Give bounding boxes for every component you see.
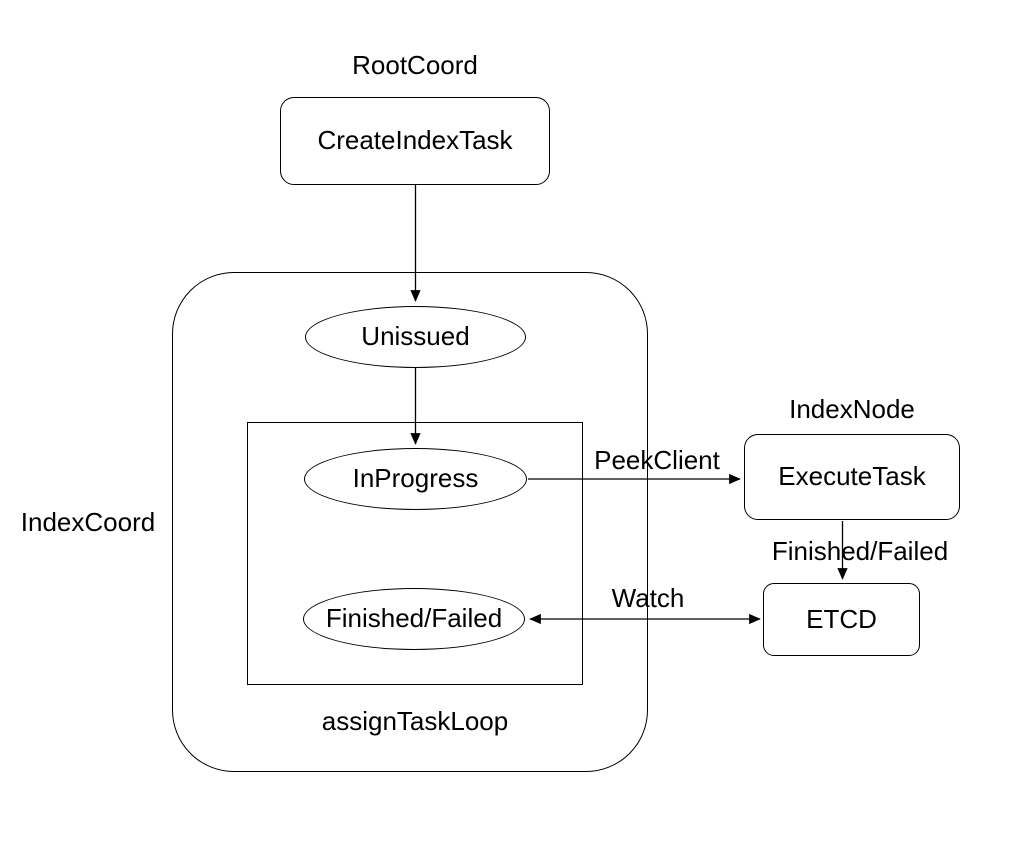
unissued-state-node: Unissued [305, 306, 526, 368]
index-coord-group-label: IndexCoord [20, 507, 156, 537]
in-progress-label: InProgress [352, 463, 479, 494]
finished-failed-edge-label: Finished/Failed [771, 536, 949, 566]
index-coord-container [172, 272, 648, 772]
in-progress-state-node: InProgress [304, 448, 527, 510]
create-index-task-node: CreateIndexTask [280, 97, 550, 185]
etcd-node: ETCD [763, 583, 920, 656]
create-index-task-label: CreateIndexTask [317, 125, 513, 156]
index-node-group-label: IndexNode [789, 394, 915, 424]
execute-task-node: ExecuteTask [744, 434, 960, 520]
unissued-label: Unissued [361, 321, 470, 352]
watch-edge-label: Watch [611, 583, 685, 613]
execute-task-label: ExecuteTask [778, 461, 926, 492]
etcd-label: ETCD [806, 603, 877, 634]
assign-task-loop-label: assignTaskLoop [321, 706, 509, 736]
finished-failed-state-node: Finished/Failed [303, 588, 525, 650]
root-coord-group-label: RootCoord [352, 50, 478, 80]
peek-client-edge-label: PeekClient [594, 445, 720, 475]
finished-failed-label: Finished/Failed [325, 603, 503, 634]
